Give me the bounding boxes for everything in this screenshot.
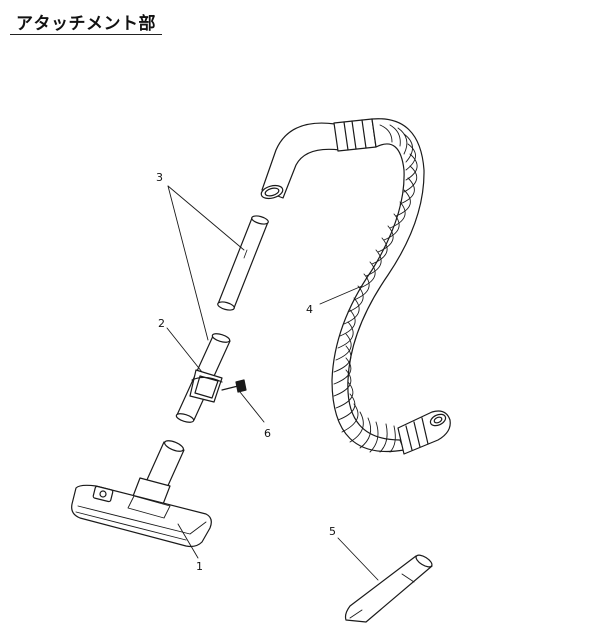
callout-1: 1 — [196, 560, 203, 573]
callout-2: 2 — [158, 317, 165, 330]
leader-lines — [166, 185, 379, 581]
pipe-latch — [189, 369, 223, 403]
screw — [221, 379, 247, 393]
floor-nozzle — [71, 440, 212, 548]
heading-underline — [10, 34, 162, 35]
hose-end-connector — [397, 410, 451, 455]
callout-3: 3 — [156, 171, 163, 184]
callout-4: 4 — [306, 303, 313, 316]
callout-6: 6 — [264, 427, 271, 440]
section-heading: アタッチメント部 — [16, 14, 156, 34]
callout-5: 5 — [329, 525, 336, 538]
hose-ribs — [333, 124, 418, 453]
hose-assembly — [260, 118, 451, 455]
hose-body — [331, 118, 425, 452]
extension-pipe-lower — [175, 333, 231, 423]
crevice-tool — [344, 554, 433, 623]
extension-pipe-upper — [217, 215, 269, 311]
